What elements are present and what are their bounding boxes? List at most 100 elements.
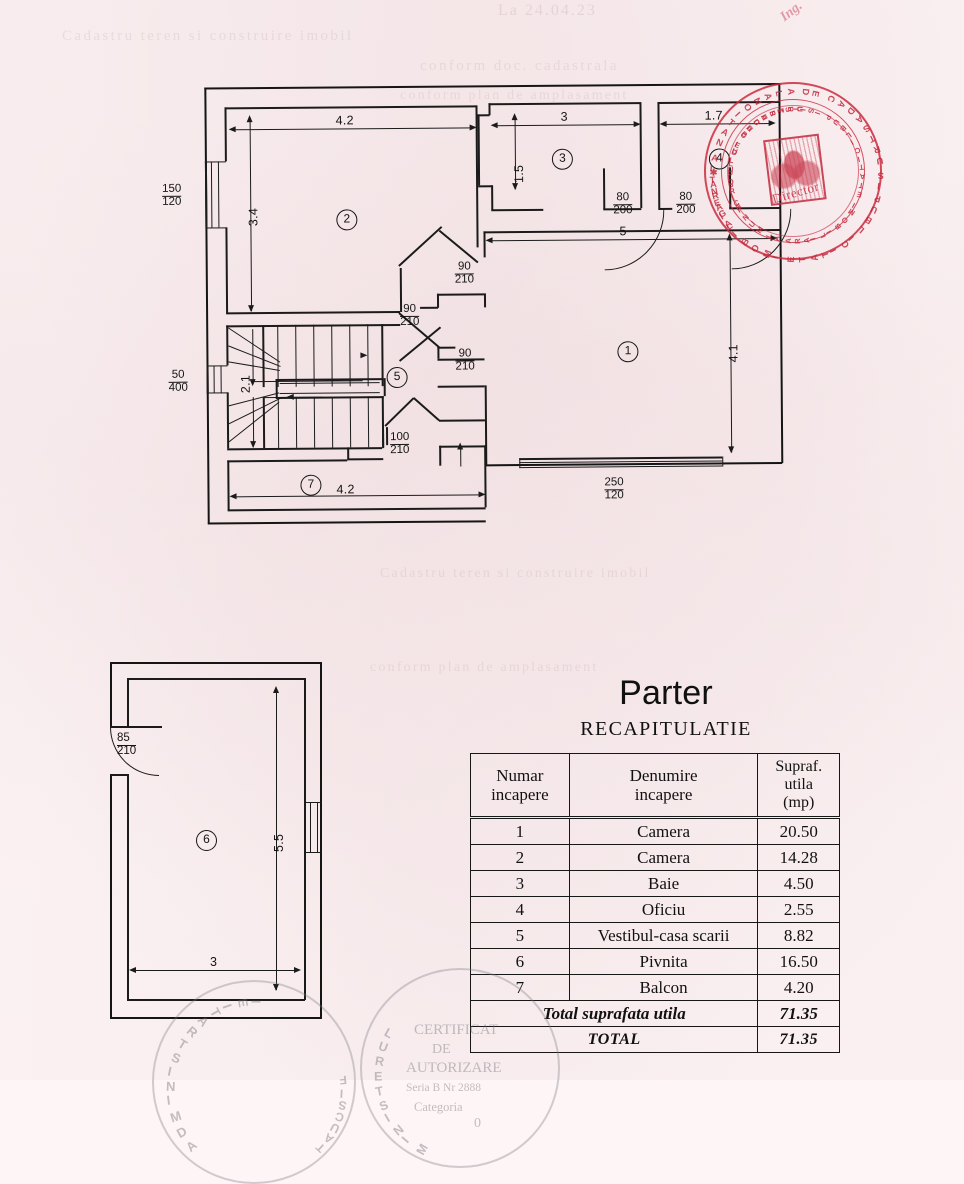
opening-height-210-lower: 210 [455, 360, 475, 373]
table-row: 3 Baie 4.50 [470, 870, 840, 898]
stamp-administratiei-text: A D M I N I S T R A T I E I F I S C U A … [165, 997, 348, 1156]
pivnita-window-frame-c [317, 802, 319, 852]
opening-width-150: 150 [162, 182, 182, 197]
stair-tread [331, 324, 333, 387]
bleed-text-line-3: conform doc. cadastrala [420, 58, 619, 74]
opening-label-150-120: 150 120 [162, 182, 182, 209]
room3-door-jamb [602, 168, 605, 210]
room3-wall-west [477, 114, 480, 186]
stairwell-void-right [383, 378, 386, 397]
vestibule-facet-i [436, 293, 439, 308]
cell-room-name: Vestibul-casa scarii [568, 922, 759, 950]
column-header-area-line2: utila [784, 775, 813, 793]
window-50-400-frame-b [213, 365, 215, 394]
stair-tread [367, 324, 369, 387]
cell-room-name: Balcon [568, 974, 759, 1002]
dim-stair-width: 2.1 [238, 374, 253, 394]
dim-line-balcony-depth [460, 446, 462, 467]
opening-label-90-210-upper: 90 210 [454, 260, 475, 286]
room-number-6: 6 [196, 830, 217, 851]
opening-width-50: 50 [168, 369, 188, 383]
pivnita-window-cap-top [304, 802, 322, 804]
opening-width-90-upper: 90 [454, 260, 474, 275]
window-250-120-frame-c [519, 465, 723, 469]
opening-width-250: 250 [604, 476, 624, 491]
exterior-wall-west [204, 87, 210, 524]
cell-room-area: 4.20 [757, 974, 840, 1002]
pivnita-exterior-west-lower [110, 775, 112, 1018]
opening-width-90-left: 90 [400, 303, 420, 317]
opening-label-80-200-room4: 80 200 [676, 191, 696, 217]
dim-arrow-balcony-right [478, 491, 486, 498]
opening-width-90-lower: 90 [455, 347, 475, 362]
dim-arrow-room2-height-top [246, 115, 253, 123]
opening-label-90-210-left: 90 210 [400, 303, 420, 329]
stair-flight-upper-edge [381, 324, 384, 387]
pivnita-door-sill [110, 774, 128, 776]
room1-wall-west-b [483, 293, 486, 308]
window-150-120-cap-bottom [205, 227, 227, 229]
room4-wall-west [657, 101, 660, 208]
stamp-cadastru: Director A G E N T I A N A T I O N A L A… [693, 71, 893, 271]
room3-notch-top [477, 114, 490, 116]
stair-wall-landing [347, 458, 384, 461]
cell-room-name: Oficiu [568, 896, 759, 924]
window-50-400-frame-c [220, 365, 222, 394]
stamp-administratiei: A D M I N I S T R A T I E I F I S C U A … [152, 980, 356, 1184]
window-250-120-cap-right [722, 456, 724, 467]
balcony-wall-south [227, 507, 486, 511]
dim-arrow-room2-width-left [228, 126, 236, 133]
table-caption: RECAPITULATIE [580, 717, 752, 740]
dim-line-pivnita-width [133, 970, 299, 972]
dim-line-pivnita-depth [276, 690, 278, 990]
pivnita-inner-east-lower [304, 852, 306, 1000]
column-header-number-line2: incapere [491, 785, 549, 805]
opening-height-200-room4: 200 [676, 203, 696, 216]
opening-width-100: 100 [390, 430, 410, 445]
stair-direction-line-down [252, 397, 255, 446]
cell-room-name: Pivnita [568, 948, 759, 976]
opening-label-85-210: 85 210 [117, 732, 137, 757]
column-header-area-line1: Supraf. [775, 757, 823, 775]
window-50-400-cap-top [206, 365, 228, 367]
dim-arrow-room3-width-right [633, 121, 641, 128]
stair-direction-line-up [252, 329, 254, 382]
dim-arrow-room4-width-left [659, 120, 667, 127]
dim-arrow-pivnita-depth-top [273, 686, 279, 693]
opening-height-200-room3: 200 [613, 203, 633, 217]
room4-wall-south [658, 207, 673, 210]
dim-arrow-room1-height-bottom [728, 446, 735, 454]
cell-room-area: 16.50 [757, 948, 840, 976]
dim-line-room2-width [232, 127, 475, 131]
stair-winder-post [262, 325, 265, 388]
stamp-certificat-line5: Seria B Nr 2888 [406, 1082, 482, 1094]
opening-label-80-200-room3: 80 200 [613, 191, 633, 217]
stamp-certificat-category-value: 0 [474, 1116, 481, 1131]
stair-tread [313, 324, 315, 387]
column-header-name-line1: Denumire [629, 765, 698, 785]
stair-tread [277, 396, 280, 448]
stair-direction-arrow-right [360, 352, 368, 359]
cell-room-number: 3 [470, 870, 570, 898]
column-header-area-line3: (mp) [783, 794, 815, 812]
pivnita-exterior-north [110, 662, 322, 664]
bleed-text-line-6: conform plan de amplasament [370, 660, 599, 675]
stair-tread [313, 396, 316, 448]
room2-wall-west-lower [225, 227, 228, 314]
room-number-3: 3 [551, 148, 573, 170]
vestibule-facet-m [385, 427, 388, 446]
vestibule-facet-b [398, 226, 443, 267]
vestibule-facet-l [437, 385, 485, 388]
exterior-wall-south [207, 520, 486, 525]
dim-room3-width: 3 [560, 109, 568, 124]
room2-wall-west [224, 107, 227, 162]
opening-height-210-upper: 210 [454, 273, 475, 286]
vestibule-facet-n [384, 397, 415, 427]
dim-arrow-room3-height-bottom [512, 183, 519, 191]
stair-flight-lower-edge [381, 396, 384, 448]
dim-pivnita-width: 3 [210, 955, 218, 969]
pivnita-inner-north [127, 678, 305, 680]
opening-width-80-room3: 80 [613, 191, 633, 206]
pivnita-door-head [110, 726, 162, 728]
bleed-text-line-2: Cadastru teren si construire imobil [62, 28, 354, 44]
